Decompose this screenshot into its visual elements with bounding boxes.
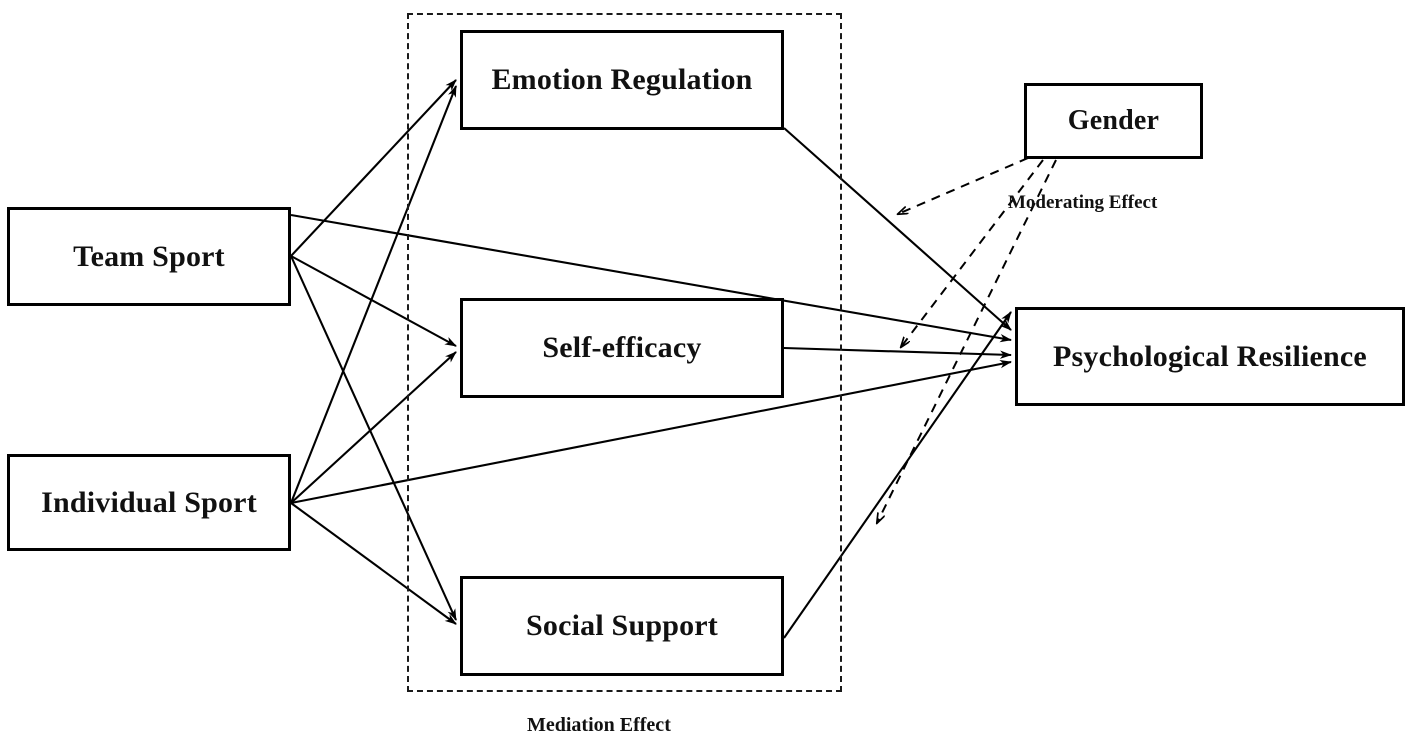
edge-individual-sport-to-social-support (290, 502, 457, 625)
edge-team-sport-to-emotion-regulation (290, 79, 457, 257)
node-gender-label: Gender (1067, 105, 1160, 136)
node-gender[interactable]: Gender (1024, 83, 1203, 159)
moderating-effect-caption: Moderating Effect (1008, 192, 1158, 213)
node-social-support-label: Social Support (525, 609, 718, 642)
mediation-effect-caption: Mediation Effect (527, 714, 671, 736)
edge-social-support-to-psychological-resilience (783, 311, 1012, 639)
node-social-support[interactable]: Social Support (460, 576, 784, 676)
node-emotion-regulation-label: Emotion Regulation (491, 63, 753, 96)
edge-individual-sport-to-self-efficacy (290, 351, 457, 504)
edge-emotion-regulation-to-psychological-resilience (783, 127, 1012, 331)
node-self-efficacy-label: Self-efficacy (542, 331, 702, 364)
edge-gender-moderates-social-support-path (877, 159, 1057, 523)
edge-team-sport-to-social-support (290, 255, 457, 621)
node-psychological-resilience-label: Psychological Resilience (1053, 339, 1367, 373)
mediation-effect-frame (407, 13, 842, 692)
node-individual-sport[interactable]: Individual Sport (7, 454, 291, 551)
node-team-sport-label: Team Sport (73, 239, 225, 273)
node-emotion-regulation[interactable]: Emotion Regulation (460, 30, 784, 130)
edge-team-sport-to-psychological-resilience (290, 213, 1012, 343)
edge-self-efficacy-to-psychological-resilience (783, 346, 1012, 359)
node-individual-sport-label: Individual Sport (41, 485, 257, 519)
node-self-efficacy[interactable]: Self-efficacy (460, 298, 784, 398)
edge-individual-sport-to-emotion-regulation (290, 85, 457, 504)
edge-individual-sport-to-psychological-resilience (290, 359, 1012, 505)
edge-team-sport-to-self-efficacy (290, 255, 457, 347)
edge-gender-moderates-self-efficacy-path (901, 159, 1044, 347)
node-psychological-resilience[interactable]: Psychological Resilience (1015, 307, 1405, 406)
edge-gender-moderates-emotion-regulation-path (898, 157, 1029, 214)
node-team-sport[interactable]: Team Sport (7, 207, 291, 306)
